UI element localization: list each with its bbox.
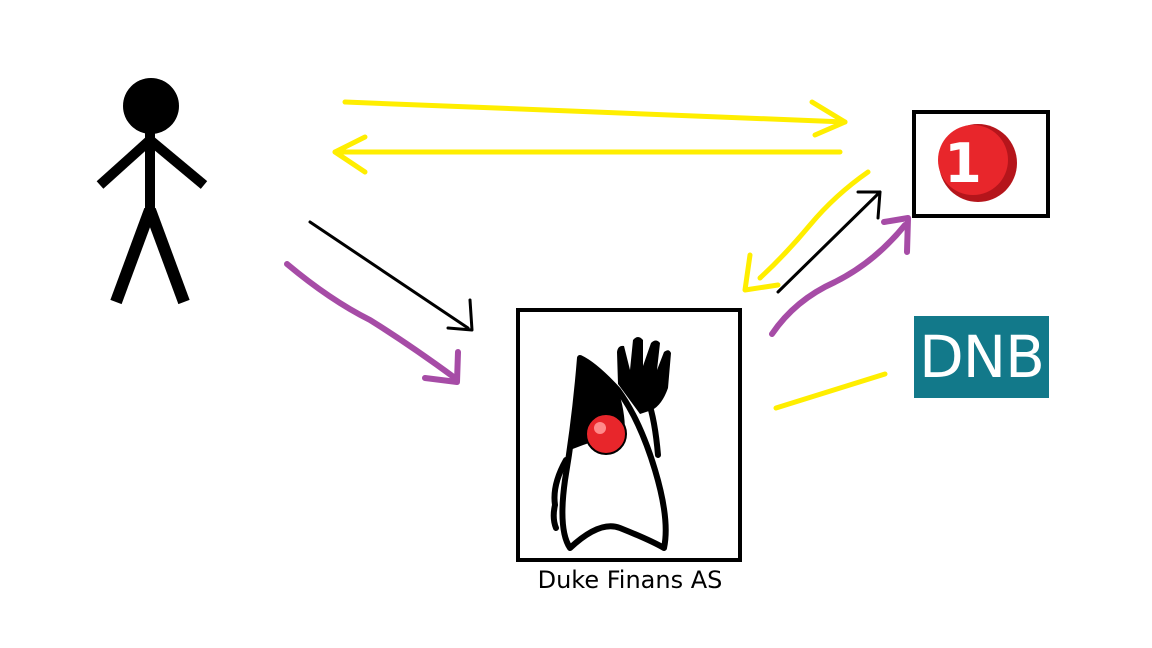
dnb-logo: DNB xyxy=(914,316,1049,398)
person-icon xyxy=(96,78,208,305)
bankid-logo-text: 1 xyxy=(944,132,982,195)
black-arrow-to-duke xyxy=(308,220,474,332)
purple-arrow-to-duke xyxy=(284,261,461,385)
bankid-logo xyxy=(938,125,1008,195)
bankid-box: 1 xyxy=(912,110,1050,218)
yellow-line-to-dnb xyxy=(773,371,888,411)
duke-box xyxy=(516,308,742,562)
purple-arrow-to-bankid xyxy=(769,215,911,337)
black-arrow-to-bankid xyxy=(776,190,882,294)
dnb-logo-text: DNB xyxy=(919,323,1045,391)
yellow-arrow-to-person xyxy=(332,134,843,175)
duke-caption: Duke Finans AS xyxy=(537,566,723,594)
java-duke-icon xyxy=(550,337,671,551)
yellow-arrow-to-bankid xyxy=(342,99,848,138)
yellow-arrow-bankid-to-duke xyxy=(742,169,871,293)
